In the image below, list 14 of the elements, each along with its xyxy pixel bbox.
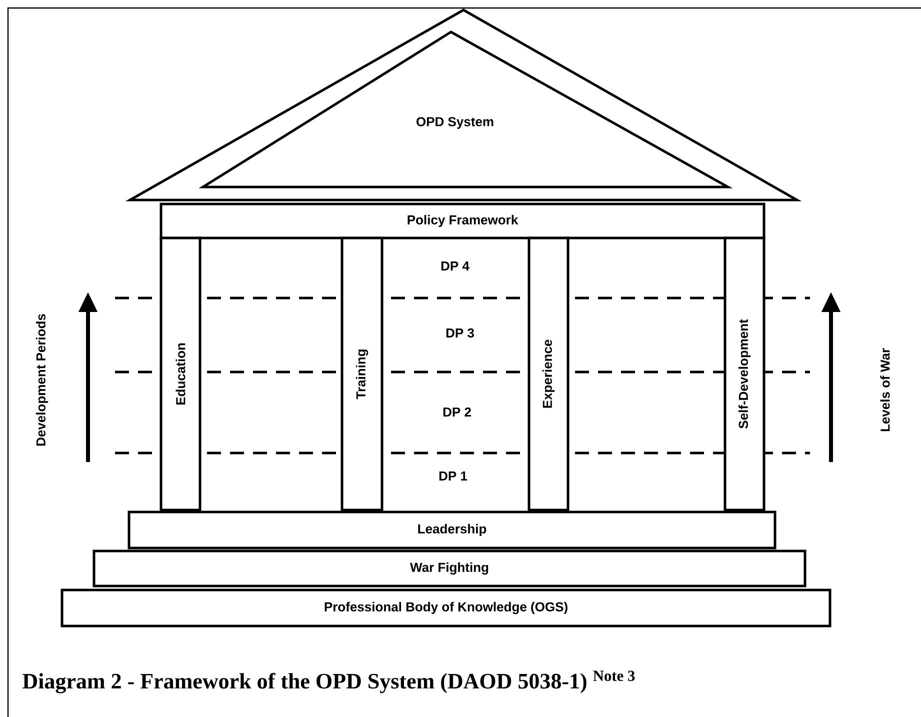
pillar-box: Self-Development bbox=[724, 236, 766, 512]
period-label: DP 3 bbox=[446, 328, 474, 338]
beam-box: Policy Framework bbox=[160, 202, 766, 240]
period-label: DP 4 bbox=[441, 262, 470, 270]
axis-label: Development Periods bbox=[36, 314, 48, 446]
beam-box: Professional Body of Knowledge (OGS) bbox=[60, 588, 832, 628]
pillar-box: Experience bbox=[528, 236, 570, 512]
period-label: DP 2 bbox=[443, 407, 471, 417]
beam-box: War Fighting bbox=[92, 550, 806, 588]
period-label: DP 1 bbox=[439, 472, 468, 480]
pillar-box: Education bbox=[160, 236, 202, 512]
caption: Diagram 2 - Framework of the OPD System (DAOD 5038-1) $^{Note 3}$ bbox=[22, 670, 635, 694]
axis-label: Levels of War bbox=[880, 348, 890, 432]
pillar-box: Training bbox=[340, 236, 384, 512]
